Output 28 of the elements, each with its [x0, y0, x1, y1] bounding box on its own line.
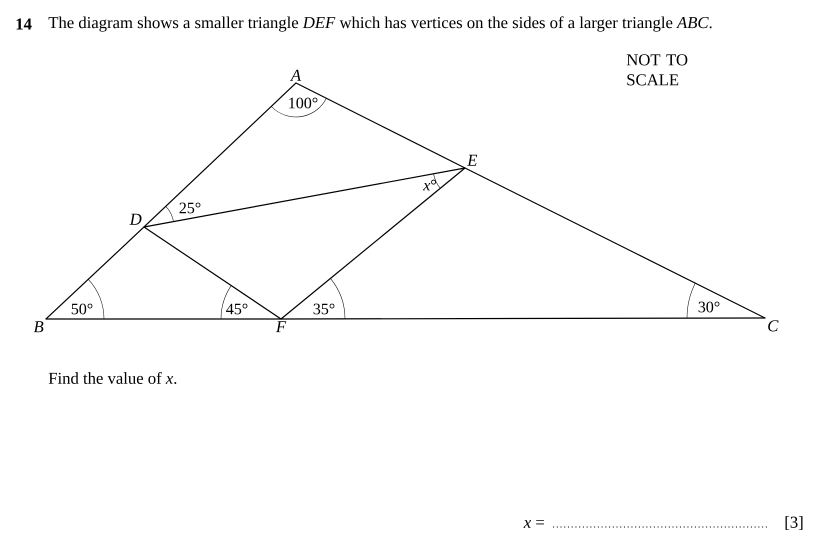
question-text: The diagram shows a smaller triangle DEF which has vertices on the sides of a larger triangle ABC.: [48, 16, 712, 32]
vertex-label: A: [290, 70, 302, 81]
angle-label: 45°: [226, 304, 248, 314]
scale-note: NOT TO SCALE: [626, 54, 688, 86]
instruction-text: Find the value of x.: [48, 372, 176, 384]
angle-label: 35°: [314, 304, 334, 314]
line-segment: [143, 226, 282, 320]
marks-label: [3]: [786, 516, 802, 530]
angle-label: 25°: [180, 202, 200, 214]
line-segment: [45, 226, 145, 320]
line-segment: [143, 82, 297, 228]
angle-label: x°: [423, 180, 436, 190]
line-segment: [295, 82, 466, 169]
question-number: 14: [16, 18, 32, 30]
line-segment: [280, 317, 766, 320]
vertex-label: C: [768, 320, 779, 332]
vertex-label: F: [276, 321, 286, 332]
line-segment: [280, 167, 466, 320]
answer-label: x =: [524, 520, 544, 528]
vertex-label: B: [34, 321, 44, 332]
angle-label: 30°: [698, 302, 720, 312]
angle-label: 100°: [289, 98, 318, 108]
angle-label: 50°: [72, 304, 92, 314]
line-segment: [45, 318, 282, 320]
vertex-label: E: [467, 154, 478, 166]
vertex-label: D: [130, 214, 142, 225]
line-segment: [464, 167, 766, 319]
line-segment: [143, 167, 466, 228]
